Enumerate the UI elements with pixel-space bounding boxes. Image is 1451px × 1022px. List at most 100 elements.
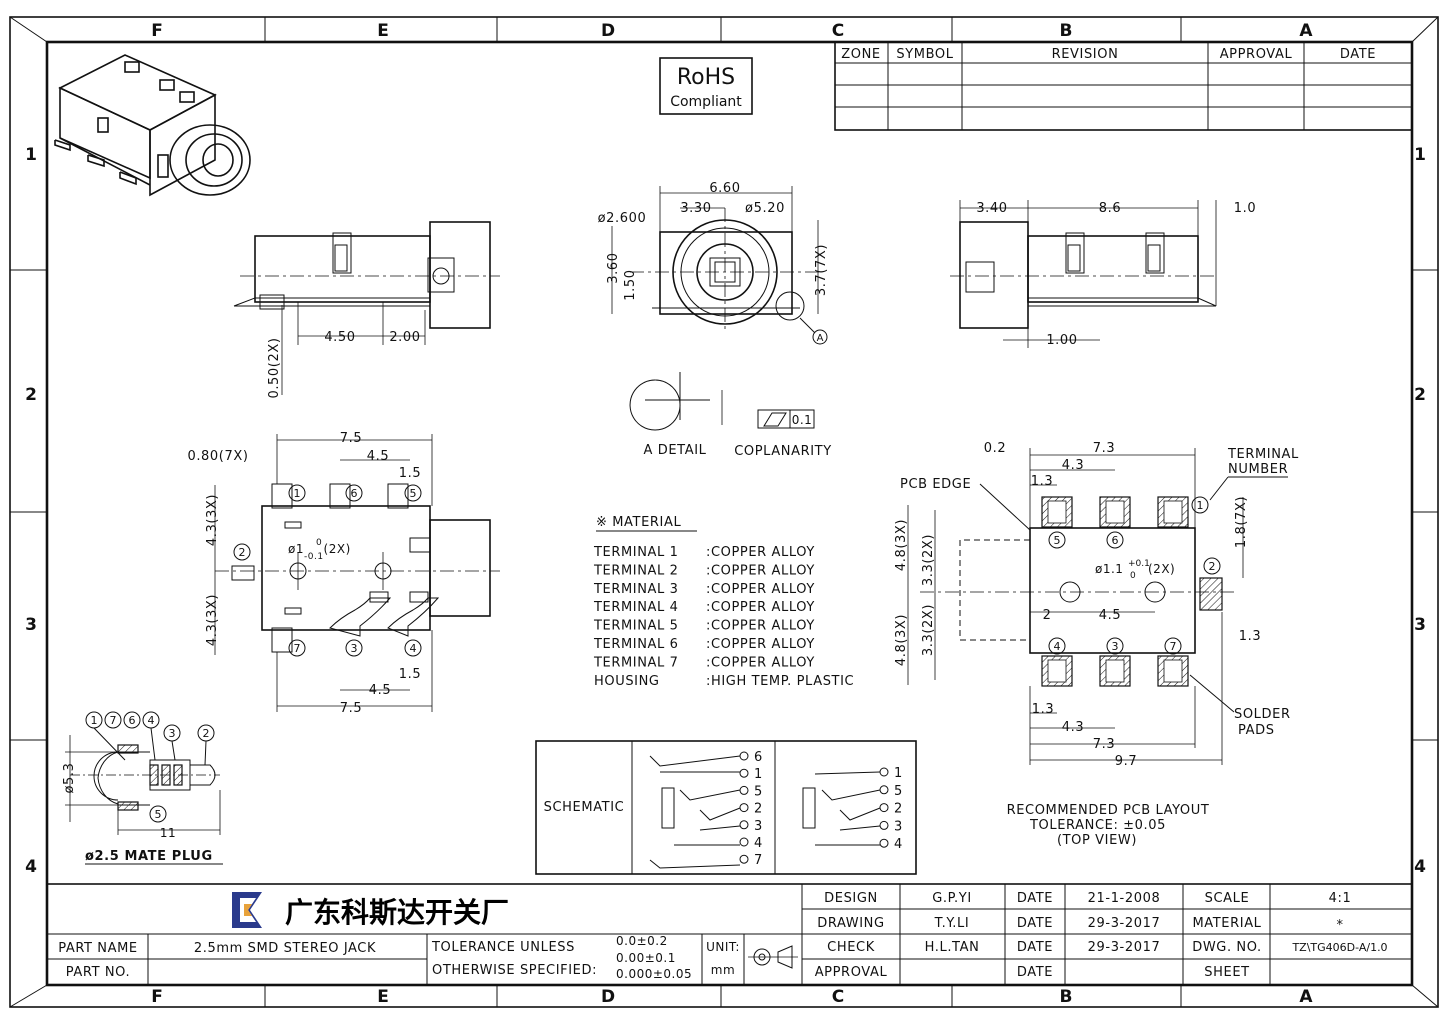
zone-col-a: A bbox=[1299, 21, 1313, 41]
part-name-value: 2.5mm SMD STEREO JACK bbox=[194, 941, 376, 956]
pcb-pins: 1 5 6 2 4 3 7 bbox=[1048, 496, 1221, 655]
pcb-dim-1-8: 1.8(7X) bbox=[1234, 496, 1249, 548]
schematic-pin-label: 1 bbox=[894, 766, 902, 781]
rev-header-zone: ZONE bbox=[841, 47, 880, 62]
material-row-value: :COPPER ALLOY bbox=[706, 619, 815, 634]
dim-left-0-50: 0.50(2X) bbox=[267, 337, 282, 398]
pcb-dim-4-3: 4.3 bbox=[1062, 458, 1084, 473]
dim-right-1-00: 1.00 bbox=[1046, 333, 1077, 348]
terminal-number-label-1: TERMINAL bbox=[1227, 447, 1299, 462]
date-label-3: DATE bbox=[1017, 940, 1053, 955]
zone-row-4-right: 4 bbox=[1414, 857, 1426, 877]
dim-front-hole: ø2.600 bbox=[598, 211, 647, 226]
pcb-dim-3-3-bottom: 3.3(2X) bbox=[921, 604, 936, 656]
dim-right-1-0: 1.0 bbox=[1234, 201, 1256, 216]
pin-label: 5 bbox=[1054, 534, 1061, 547]
sheet-frame bbox=[9, 16, 1439, 1008]
zone-row-2-right: 2 bbox=[1414, 385, 1426, 405]
side-view-right: 3.40 8.6 1.0 1.00 bbox=[950, 200, 1256, 348]
schematic-pin-node bbox=[879, 803, 889, 813]
unit-value: mm bbox=[711, 963, 735, 977]
zone-row-1-right: 1 bbox=[1414, 145, 1426, 165]
dim-left-2-00: 2.00 bbox=[389, 330, 420, 345]
pcb-dim-7-3: 7.3 bbox=[1093, 441, 1115, 456]
pin-label: 7 bbox=[110, 714, 117, 727]
company-logo-icon bbox=[232, 892, 262, 928]
zone-col-a-bottom: A bbox=[1299, 987, 1313, 1007]
title-block: 广东科斯达开关厂 PART NAME 2.5mm SMD STEREO JACK… bbox=[46, 883, 1413, 986]
schematic-pin-label: 5 bbox=[894, 784, 902, 799]
zone-col-b: B bbox=[1060, 21, 1073, 41]
pin-label: 3 bbox=[169, 727, 176, 740]
zone-col-e-bottom: E bbox=[377, 987, 389, 1007]
check-label: CHECK bbox=[827, 940, 875, 955]
schematic-pin-node bbox=[739, 803, 749, 813]
tolerance-line-2: OTHERWISE SPECIFIED: bbox=[432, 963, 597, 978]
schematic-pin-label: 7 bbox=[754, 853, 762, 868]
dwg-no-label: DWG. NO. bbox=[1192, 940, 1262, 955]
plug-pins: 1 7 6 4 3 2 5 bbox=[85, 711, 215, 823]
dim-bottom-1-5: 1.5 bbox=[399, 667, 421, 682]
pin-label: 4 bbox=[148, 714, 155, 727]
pin-label: 7 bbox=[294, 642, 301, 655]
zone-col-c: C bbox=[832, 21, 844, 41]
material-row-key: TERMINAL 7 bbox=[593, 655, 679, 670]
zone-col-f: F bbox=[151, 21, 163, 41]
material-row-key: TERMINAL 5 bbox=[593, 619, 679, 634]
dim-bottom-4-3-bottom: 4.3(3X) bbox=[205, 594, 220, 646]
rev-header-revision: REVISION bbox=[1052, 47, 1119, 62]
pcb-dim-4-8-bottom: 4.8(3X) bbox=[894, 614, 909, 666]
pin-label: 1 bbox=[91, 714, 98, 727]
pcb-note-line-3: (TOP VIEW) bbox=[1057, 833, 1137, 848]
date-label-2: DATE bbox=[1017, 916, 1053, 931]
dim-bottom-1-5-top: 1.5 bbox=[399, 466, 421, 481]
rohs-title: RoHS bbox=[677, 65, 735, 90]
side-view-left: 4.50 2.00 0.50(2X) bbox=[233, 221, 500, 399]
approval-label: APPROVAL bbox=[815, 965, 888, 980]
a-detail: A DETAIL 0.1 COPLANARITY bbox=[629, 372, 832, 459]
schematic-pin-node bbox=[739, 768, 749, 778]
rev-header-date: DATE bbox=[1340, 47, 1376, 62]
material-row-key: TERMINAL 4 bbox=[593, 600, 679, 615]
check-date: 29-3-2017 bbox=[1088, 940, 1161, 955]
zone-col-c-bottom: C bbox=[832, 987, 844, 1007]
pin-label: 6 bbox=[1112, 534, 1119, 547]
dim-bottom-4-5-top: 4.5 bbox=[367, 449, 389, 464]
revision-table: ZONE SYMBOL REVISION APPROVAL DATE bbox=[834, 41, 1413, 131]
company-name: 广东科斯达开关厂 bbox=[285, 896, 509, 929]
material-row-value: :COPPER ALLOY bbox=[706, 563, 815, 578]
drawing-label: DRAWING bbox=[817, 916, 884, 931]
plug-length: 11 bbox=[160, 826, 176, 840]
coplanarity-label: COPLANARITY bbox=[734, 444, 832, 459]
tolerance-value-2: 0.00±0.1 bbox=[616, 951, 676, 965]
pin-label: 5 bbox=[155, 808, 162, 821]
schematic-label: SCHEMATIC bbox=[544, 800, 625, 815]
material-row-value: :HIGH TEMP. PLASTIC bbox=[706, 674, 854, 689]
schematic-pin-node bbox=[879, 838, 889, 848]
part-name-label: PART NAME bbox=[58, 941, 138, 956]
material-row-key: TERMINAL 2 bbox=[593, 563, 679, 578]
pcb-hole-tol-top: +0.1 bbox=[1128, 559, 1150, 569]
front-view: 6.60 3.30 ø2.600 ø5.20 3.60 1.50 3.7(7X)… bbox=[598, 181, 829, 345]
iso-view bbox=[54, 54, 251, 197]
schematic-pin-label: 4 bbox=[754, 836, 762, 851]
schematic-pin-node bbox=[879, 785, 889, 795]
pcb-dim-1-3-bottom: 1.3 bbox=[1032, 702, 1054, 717]
zone-row-3: 3 bbox=[25, 615, 37, 635]
plug-title: ø2.5 MATE PLUG bbox=[85, 849, 213, 864]
schematic-pin-label: 4 bbox=[894, 837, 902, 852]
design-date: 21-1-2008 bbox=[1088, 891, 1161, 906]
schematic-pin-label: 6 bbox=[754, 750, 762, 765]
pin-label: 4 bbox=[410, 642, 417, 655]
zone-col-d-bottom: D bbox=[601, 987, 615, 1007]
material-row-key: TERMINAL 1 bbox=[593, 545, 679, 560]
material-row-value: :COPPER ALLOY bbox=[706, 582, 815, 597]
dim-bottom-hole: ø1-0.1(2X) bbox=[288, 542, 351, 562]
dim-bottom-hole-tol-top: 0 bbox=[316, 538, 322, 548]
date-label-1: DATE bbox=[1017, 891, 1053, 906]
schematic-pin-node bbox=[879, 820, 889, 830]
pcb-dim-4-3-bottom: 4.3 bbox=[1062, 720, 1084, 735]
a-detail-label: A DETAIL bbox=[644, 443, 707, 458]
pcb-dim-3-3-top: 3.3(2X) bbox=[921, 534, 936, 586]
